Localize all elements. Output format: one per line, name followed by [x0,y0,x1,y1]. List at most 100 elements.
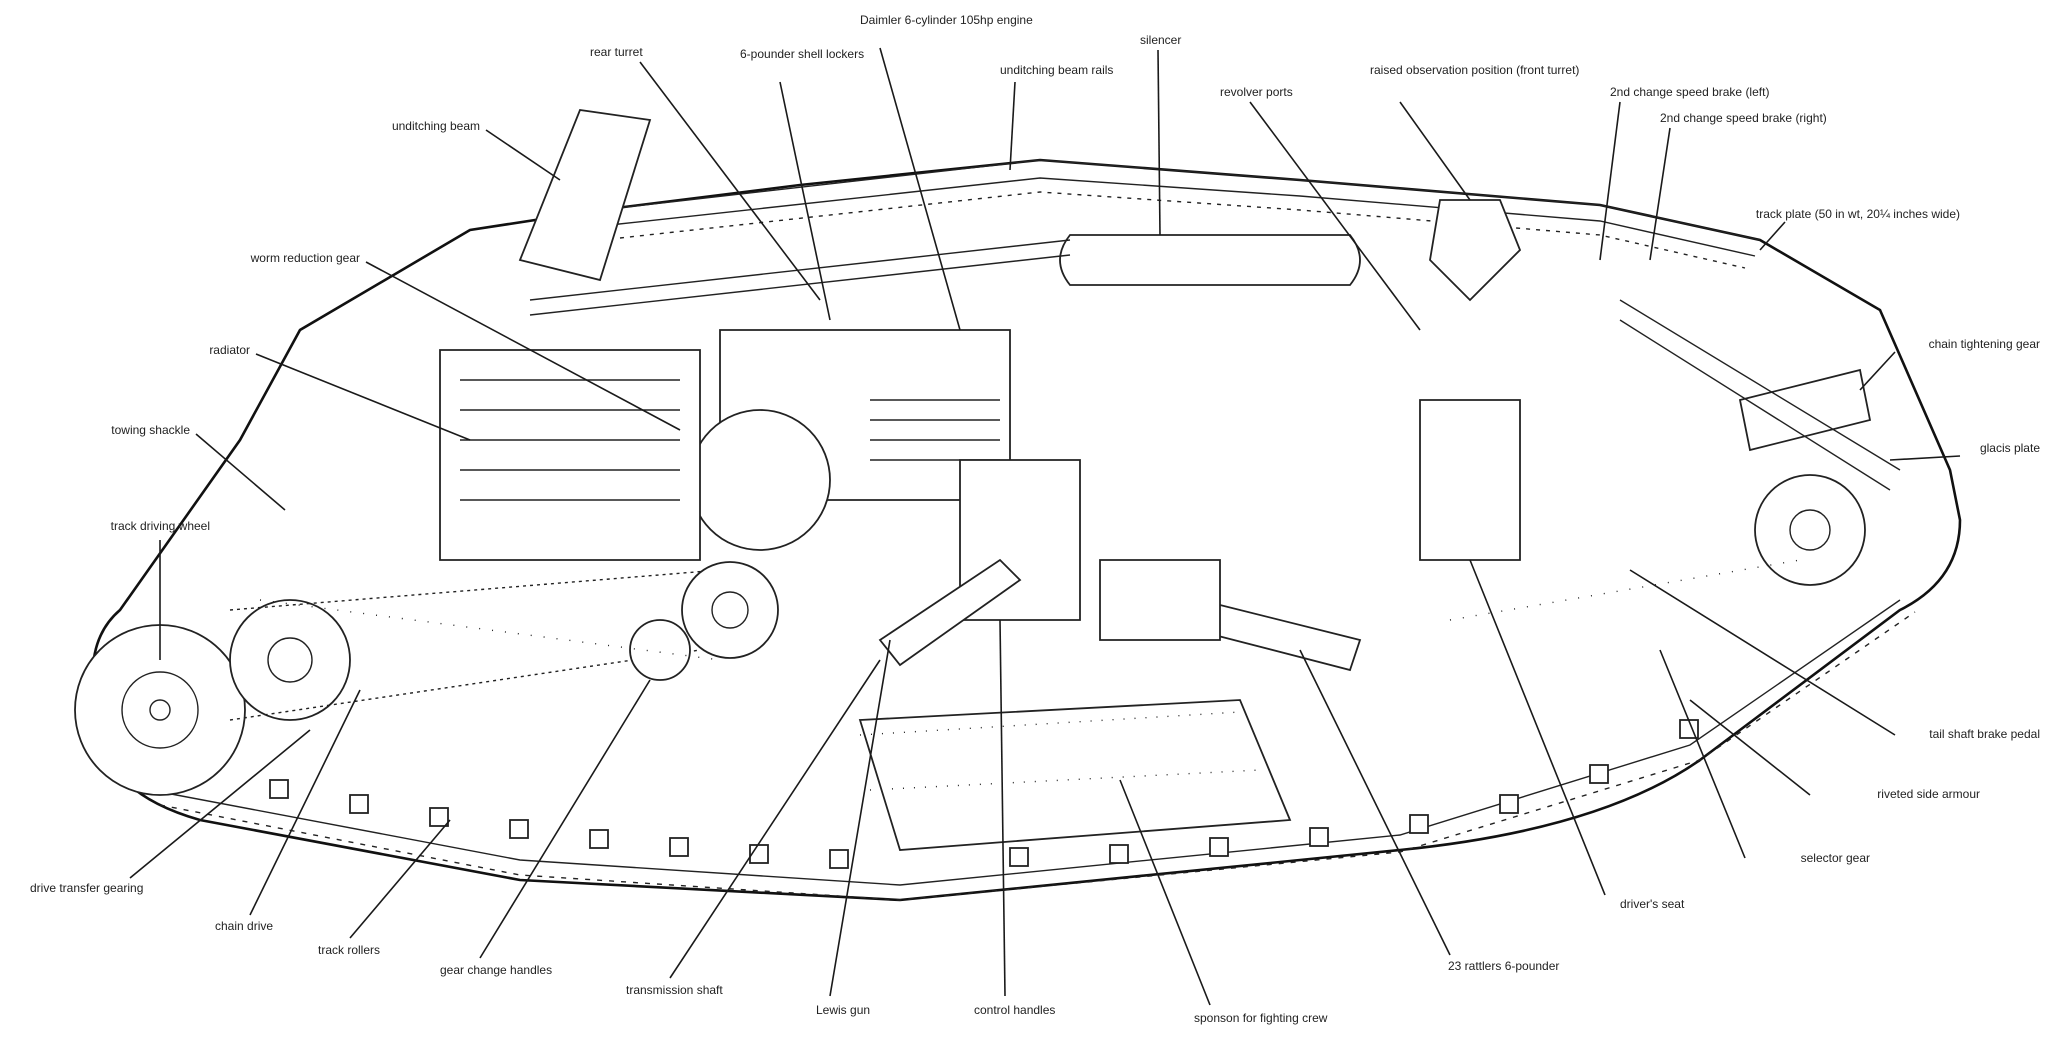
label-revolver-ports: revolver ports [1220,85,1293,99]
label-raised-observation: raised observation position (front turre… [1370,63,1579,77]
label-riveted-side-armour: riveted side armour [1877,787,1980,801]
track-roller [509,819,529,839]
labels-layer: Daimler 6-cylinder 105hp engine rear turr… [30,13,2040,1025]
label-transmission-shaft: transmission shaft [626,983,723,997]
label-glacis-plate: glacis plate [1980,441,2040,455]
leader-line-towing-shackle [195,433,286,511]
track-roller [1109,844,1129,864]
label-unditching-beam: unditching beam [392,119,480,133]
driver-seat-part [1419,399,1521,561]
label-twenty-three-pounder: 23 rattlers 6-pounder [1448,959,1559,973]
leader-line-track-plate [1759,221,1786,251]
transmission-shaft-part [878,558,1022,667]
label-second-change-right: 2nd change speed brake (right) [1660,111,1827,125]
leader-line-selector-gear [1659,649,1746,859]
label-track-driving-wheel: track driving wheel [111,519,210,533]
leader-line-rear-turret [639,61,821,301]
leader-line-lewis-gun [829,639,891,997]
front-turret [1429,199,1522,302]
radiator-part [439,349,701,561]
leader-line-drivers-seat [1469,559,1606,896]
front-idler-hub [1789,509,1831,551]
top-track-links [619,191,1746,269]
top-track-run [599,159,1761,241]
track-roller [1499,794,1519,814]
track-roller [1009,847,1029,867]
exhaust-pipe [529,239,1071,316]
gun-mount [1099,559,1221,641]
track-roller [429,807,449,827]
chain-drive-part [229,569,721,721]
label-drive-transfer: drive transfer gearing [30,881,143,895]
flywheel [689,409,831,551]
label-towing-shackle: towing shackle [111,423,190,437]
leader-line-sponson [1119,779,1211,1006]
label-chain-drive: chain drive [215,919,273,933]
track-roller [829,849,849,869]
leader-line-daimler-engine [879,47,961,331]
leader-line-unditching-beam-rails [1009,81,1016,171]
leader-line-gear-change-handles [479,679,651,959]
leader-line-tail-shaft-brake [1629,569,1896,736]
sponson-part [858,699,1292,851]
silencer-part [1059,234,1361,286]
label-track-rollers: track rollers [318,943,380,957]
chain-tightening-part [1738,368,1872,452]
leader-line-transmission-shaft [669,659,881,979]
drive-sprocket-hub [711,591,749,629]
track-roller [349,794,369,814]
leader-line-worm-reduction [365,261,681,431]
label-chain-tightening: chain tightening gear [1929,337,2040,351]
leader-line-track-rollers [349,819,451,939]
track-roller-row [269,719,1699,869]
label-second-change-left: 2nd change speed brake (left) [1610,85,1769,99]
label-lewis-gun: Lewis gun [816,1003,870,1017]
secondary-sprocket [629,619,691,681]
track-roller [269,779,289,799]
bottom-track-run [149,599,1901,886]
leader-line-glacis-plate [1889,455,1961,461]
leader-line-control-handles [999,619,1006,997]
label-track-plate: track plate (50 in wt, 20¼ inches wide) [1756,207,1960,221]
label-daimler-engine: Daimler 6-cylinder 105hp engine [860,13,1033,27]
top-track-run-inner [609,177,1756,257]
leader-line-second-change-left [1599,101,1621,261]
label-rear-turret: rear turret [590,45,643,59]
label-control-handles: control handles [974,1003,1055,1017]
leader-line-raised-observation [1399,101,1471,201]
label-unditching-beam-rails: unditching beam rails [1000,63,1113,77]
leader-line-second-change-right [1649,127,1671,261]
track-roller [1209,837,1229,857]
driving-wheel-hub [121,671,199,749]
track-roller [1309,827,1329,847]
label-silencer: silencer [1140,33,1181,47]
drive-sprocket [681,561,779,659]
front-idler [1754,474,1866,586]
bottom-track-links [159,611,1916,901]
radiator-grille [460,379,680,501]
label-six-pounder-rear: 6-pounder shell lockers [740,47,864,61]
leader-line-twenty-three-pounder [1299,649,1451,956]
label-worm-reduction: worm reduction gear [250,251,360,265]
leader-line-unditching-beam [485,129,561,181]
driving-wheel-axle [149,699,171,721]
track-roller [1589,764,1609,784]
leader-line-chain-tightening [1859,351,1896,391]
unditching-beam-part [518,109,652,282]
leader-line-radiator [255,353,471,441]
track-roller [589,829,609,849]
label-radiator: radiator [209,343,250,357]
label-selector-gear: selector gear [1801,851,1870,865]
track-roller [669,837,689,857]
leader-line-riveted-side-armour [1689,699,1811,796]
glacis-part [1619,299,1901,491]
track-roller [1409,814,1429,834]
rear-sprocket-hub [267,637,313,683]
engine-cylinders [870,399,1000,461]
label-sponson: sponson for fighting crew [1194,1011,1328,1025]
leader-line-silencer [1157,49,1161,236]
leader-line-revolver-ports [1249,101,1421,331]
rear-sprocket [229,599,351,721]
